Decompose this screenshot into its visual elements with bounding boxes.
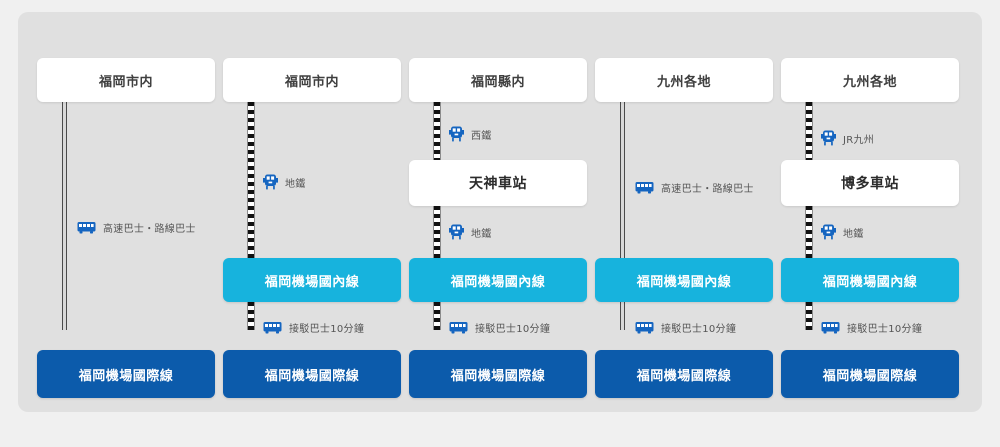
column-header-card: 福岡市内 (223, 58, 401, 102)
domestic-terminal-box: 福岡機場國內線 (781, 258, 959, 302)
station-card: 天神車站 (409, 160, 587, 206)
route-column: 九州各地 JR九州地鐵 博多車站福岡機場國內線接駁巴士10分鐘福岡機場國際線 (781, 58, 959, 398)
international-terminal-box: 福岡機場國際線 (409, 350, 587, 398)
transit-note-label: 地鐵 (285, 178, 306, 190)
railway-line (433, 102, 441, 330)
road-line (61, 102, 69, 330)
bus-icon (77, 222, 96, 234)
route-column: 九州各地高速巴士・路線巴士福岡機場國內線接駁巴士10分鐘福岡機場國際線 (595, 58, 773, 398)
bus-icon (635, 322, 654, 334)
shuttle-bus-note: 接駁巴士10分鐘 (263, 320, 364, 335)
transit-note-label: JR九州 (843, 134, 875, 146)
transit-note: 地鐵 (821, 224, 864, 240)
shuttle-bus-note: 接駁巴士10分鐘 (635, 320, 736, 335)
domestic-terminal-box: 福岡機場國內線 (409, 258, 587, 302)
column-header-label: 福岡縣内 (470, 74, 525, 90)
bus-icon (449, 322, 468, 334)
column-header-card: 九州各地 (595, 58, 773, 102)
column-header-label: 福岡市内 (284, 74, 339, 90)
shuttle-bus-label: 接駁巴士10分鐘 (661, 324, 737, 335)
railway-line (247, 102, 255, 330)
domestic-terminal-label: 福岡機場國內線 (636, 274, 732, 290)
international-terminal-label: 福岡機場國際線 (78, 368, 174, 384)
shuttle-bus-label: 接駁巴士10分鐘 (289, 324, 365, 335)
domestic-terminal-box: 福岡機場國內線 (223, 258, 401, 302)
train-icon (263, 174, 278, 190)
column-header-label: 福岡市内 (98, 74, 153, 90)
shuttle-bus-note: 接駁巴士10分鐘 (449, 320, 550, 335)
bus-icon (821, 322, 840, 334)
train-icon (449, 126, 464, 142)
domestic-terminal-label: 福岡機場國內線 (450, 274, 546, 290)
road-line (619, 102, 627, 330)
route-column: 福岡市内高速巴士・路線巴士福岡機場國際線 (37, 58, 215, 398)
station-label: 天神車站 (469, 176, 527, 192)
column-header-card: 九州各地 (781, 58, 959, 102)
column-header-label: 九州各地 (656, 74, 711, 90)
transit-note: 西鐵 (449, 126, 492, 142)
shuttle-bus-label: 接駁巴士10分鐘 (475, 324, 551, 335)
train-icon (821, 130, 836, 146)
bus-icon (263, 322, 282, 334)
transit-note-label: 西鐵 (471, 130, 492, 142)
train-icon (449, 224, 464, 240)
transit-note: 高速巴士・路線巴士 (77, 220, 196, 235)
bus-icon (635, 182, 654, 194)
transit-note-label: 高速巴士・路線巴士 (661, 184, 754, 195)
international-terminal-label: 福岡機場國際線 (822, 368, 918, 384)
transit-note-label: 高速巴士・路線巴士 (103, 224, 196, 235)
international-terminal-label: 福岡機場國際線 (636, 368, 732, 384)
transit-note: 高速巴士・路線巴士 (635, 180, 754, 195)
column-header-card: 福岡市内 (37, 58, 215, 102)
transit-note: JR九州 (821, 130, 874, 146)
train-icon (821, 224, 836, 240)
international-terminal-box: 福岡機場國際線 (223, 350, 401, 398)
international-terminal-label: 福岡機場國際線 (450, 368, 546, 384)
transit-note-label: 地鐵 (471, 228, 492, 240)
route-column: 福岡縣内西鐵地鐵 天神車站福岡機場國內線接駁巴士10分鐘福岡機場國際線 (409, 58, 587, 398)
column-header-card: 福岡縣内 (409, 58, 587, 102)
domestic-terminal-label: 福岡機場國內線 (822, 274, 918, 290)
station-label: 博多車站 (841, 176, 899, 192)
international-terminal-box: 福岡機場國際線 (37, 350, 215, 398)
column-header-label: 九州各地 (842, 74, 897, 90)
transit-note: 地鐵 (449, 224, 492, 240)
domestic-terminal-label: 福岡機場國內線 (264, 274, 360, 290)
international-terminal-box: 福岡機場國際線 (595, 350, 773, 398)
station-card: 博多車站 (781, 160, 959, 206)
diagram-panel: 福岡市内高速巴士・路線巴士福岡機場國際線福岡市内地鐵福岡機場國內線接駁巴士10分… (18, 12, 982, 412)
international-terminal-label: 福岡機場國際線 (264, 368, 360, 384)
transit-note-label: 地鐵 (843, 228, 864, 240)
route-columns: 福岡市内高速巴士・路線巴士福岡機場國際線福岡市内地鐵福岡機場國內線接駁巴士10分… (37, 58, 963, 398)
shuttle-bus-label: 接駁巴士10分鐘 (847, 324, 923, 335)
domestic-terminal-box: 福岡機場國內線 (595, 258, 773, 302)
route-column: 福岡市内地鐵福岡機場國內線接駁巴士10分鐘福岡機場國際線 (223, 58, 401, 398)
shuttle-bus-note: 接駁巴士10分鐘 (821, 320, 922, 335)
international-terminal-box: 福岡機場國際線 (781, 350, 959, 398)
transit-note: 地鐵 (263, 174, 306, 190)
railway-line (805, 102, 813, 330)
